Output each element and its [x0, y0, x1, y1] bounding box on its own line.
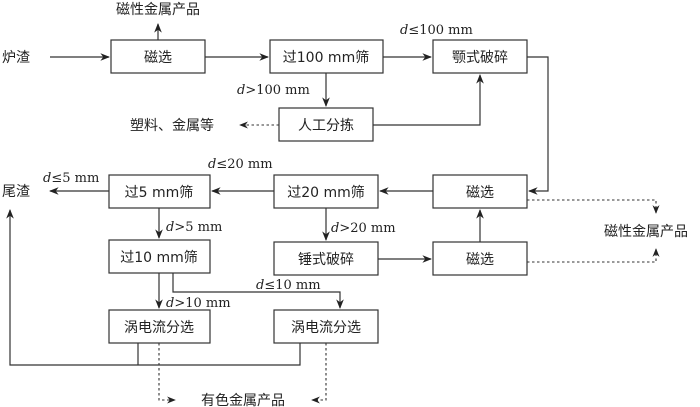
node-jaw-label: 颚式破碎 [452, 50, 508, 66]
node-screen5-label: 过5 mm筛 [125, 185, 194, 201]
node-jaw-crusher: 颚式破碎 [432, 39, 528, 74]
arrow-jaw-to-mag2 [527, 56, 549, 195]
output-magnetic-top: 磁性金属产品 [116, 2, 200, 18]
edge-label-gt5: d>5 mm [166, 220, 222, 235]
edge-label-le100: d≤100 mm [400, 23, 473, 38]
arrow-mag3-to-magnetic [527, 248, 660, 263]
node-mag1-label: 磁选 [144, 50, 172, 66]
node-screen100: 过100 mm筛 [269, 39, 384, 74]
edge-label-le20: d≤20 mm [208, 157, 273, 172]
node-screen10: 过10 mm筛 [108, 239, 211, 274]
output-nonferrous: 有色金属产品 [201, 392, 285, 407]
node-mag3: 磁选 [432, 241, 528, 276]
node-manual-label: 人工分拣 [298, 118, 354, 134]
output-plastics: 塑料、金属等 [130, 117, 214, 134]
node-screen10-label: 过10 mm筛 [120, 250, 198, 266]
node-eddy1-label: 涡电流分选 [124, 320, 194, 336]
output-magnetic-right: 磁性金属产品 [604, 224, 688, 240]
edge-label-gt10: d>10 mm [166, 296, 231, 311]
node-eddy1: 涡电流分选 [108, 309, 211, 344]
node-screen20: 过20 mm筛 [273, 174, 379, 209]
edge-label-gt20: d>20 mm [331, 221, 396, 236]
arrow-eddy1-to-nonferrous [158, 343, 176, 404]
arrow-mag2-to-magnetic [527, 199, 660, 214]
node-eddy2: 涡电流分选 [273, 309, 379, 344]
arrow-screen10-to-eddy2 [172, 273, 344, 309]
node-eddy2-label: 涡电流分选 [291, 320, 361, 336]
input-label: 炉渣 [2, 50, 30, 66]
arrow-eddy2-to-nonferrous [311, 343, 327, 404]
node-mag2-label: 磁选 [466, 185, 494, 201]
node-manual-sort: 人工分拣 [278, 107, 374, 142]
node-mag2: 磁选 [432, 174, 528, 209]
edge-label-le10: d≤10 mm [256, 278, 321, 293]
node-mag3-label: 磁选 [466, 252, 494, 268]
node-screen5: 过5 mm筛 [108, 174, 211, 209]
node-hammer-label: 锤式破碎 [298, 252, 354, 268]
connectors [6, 23, 660, 404]
output-tailings: 尾渣 [2, 184, 30, 200]
node-hammer-crusher: 锤式破碎 [273, 241, 379, 276]
edge-label-gt100: d>100 mm [237, 83, 310, 98]
arrow-eddy-to-tailings [6, 209, 301, 366]
node-mag1: 磁选 [110, 39, 206, 74]
node-screen100-label: 过100 mm筛 [283, 50, 369, 66]
edge-label-le5: d≤5 mm [43, 171, 99, 186]
node-screen20-label: 过20 mm筛 [287, 185, 365, 201]
arrow-manual-to-jaw [373, 74, 484, 126]
